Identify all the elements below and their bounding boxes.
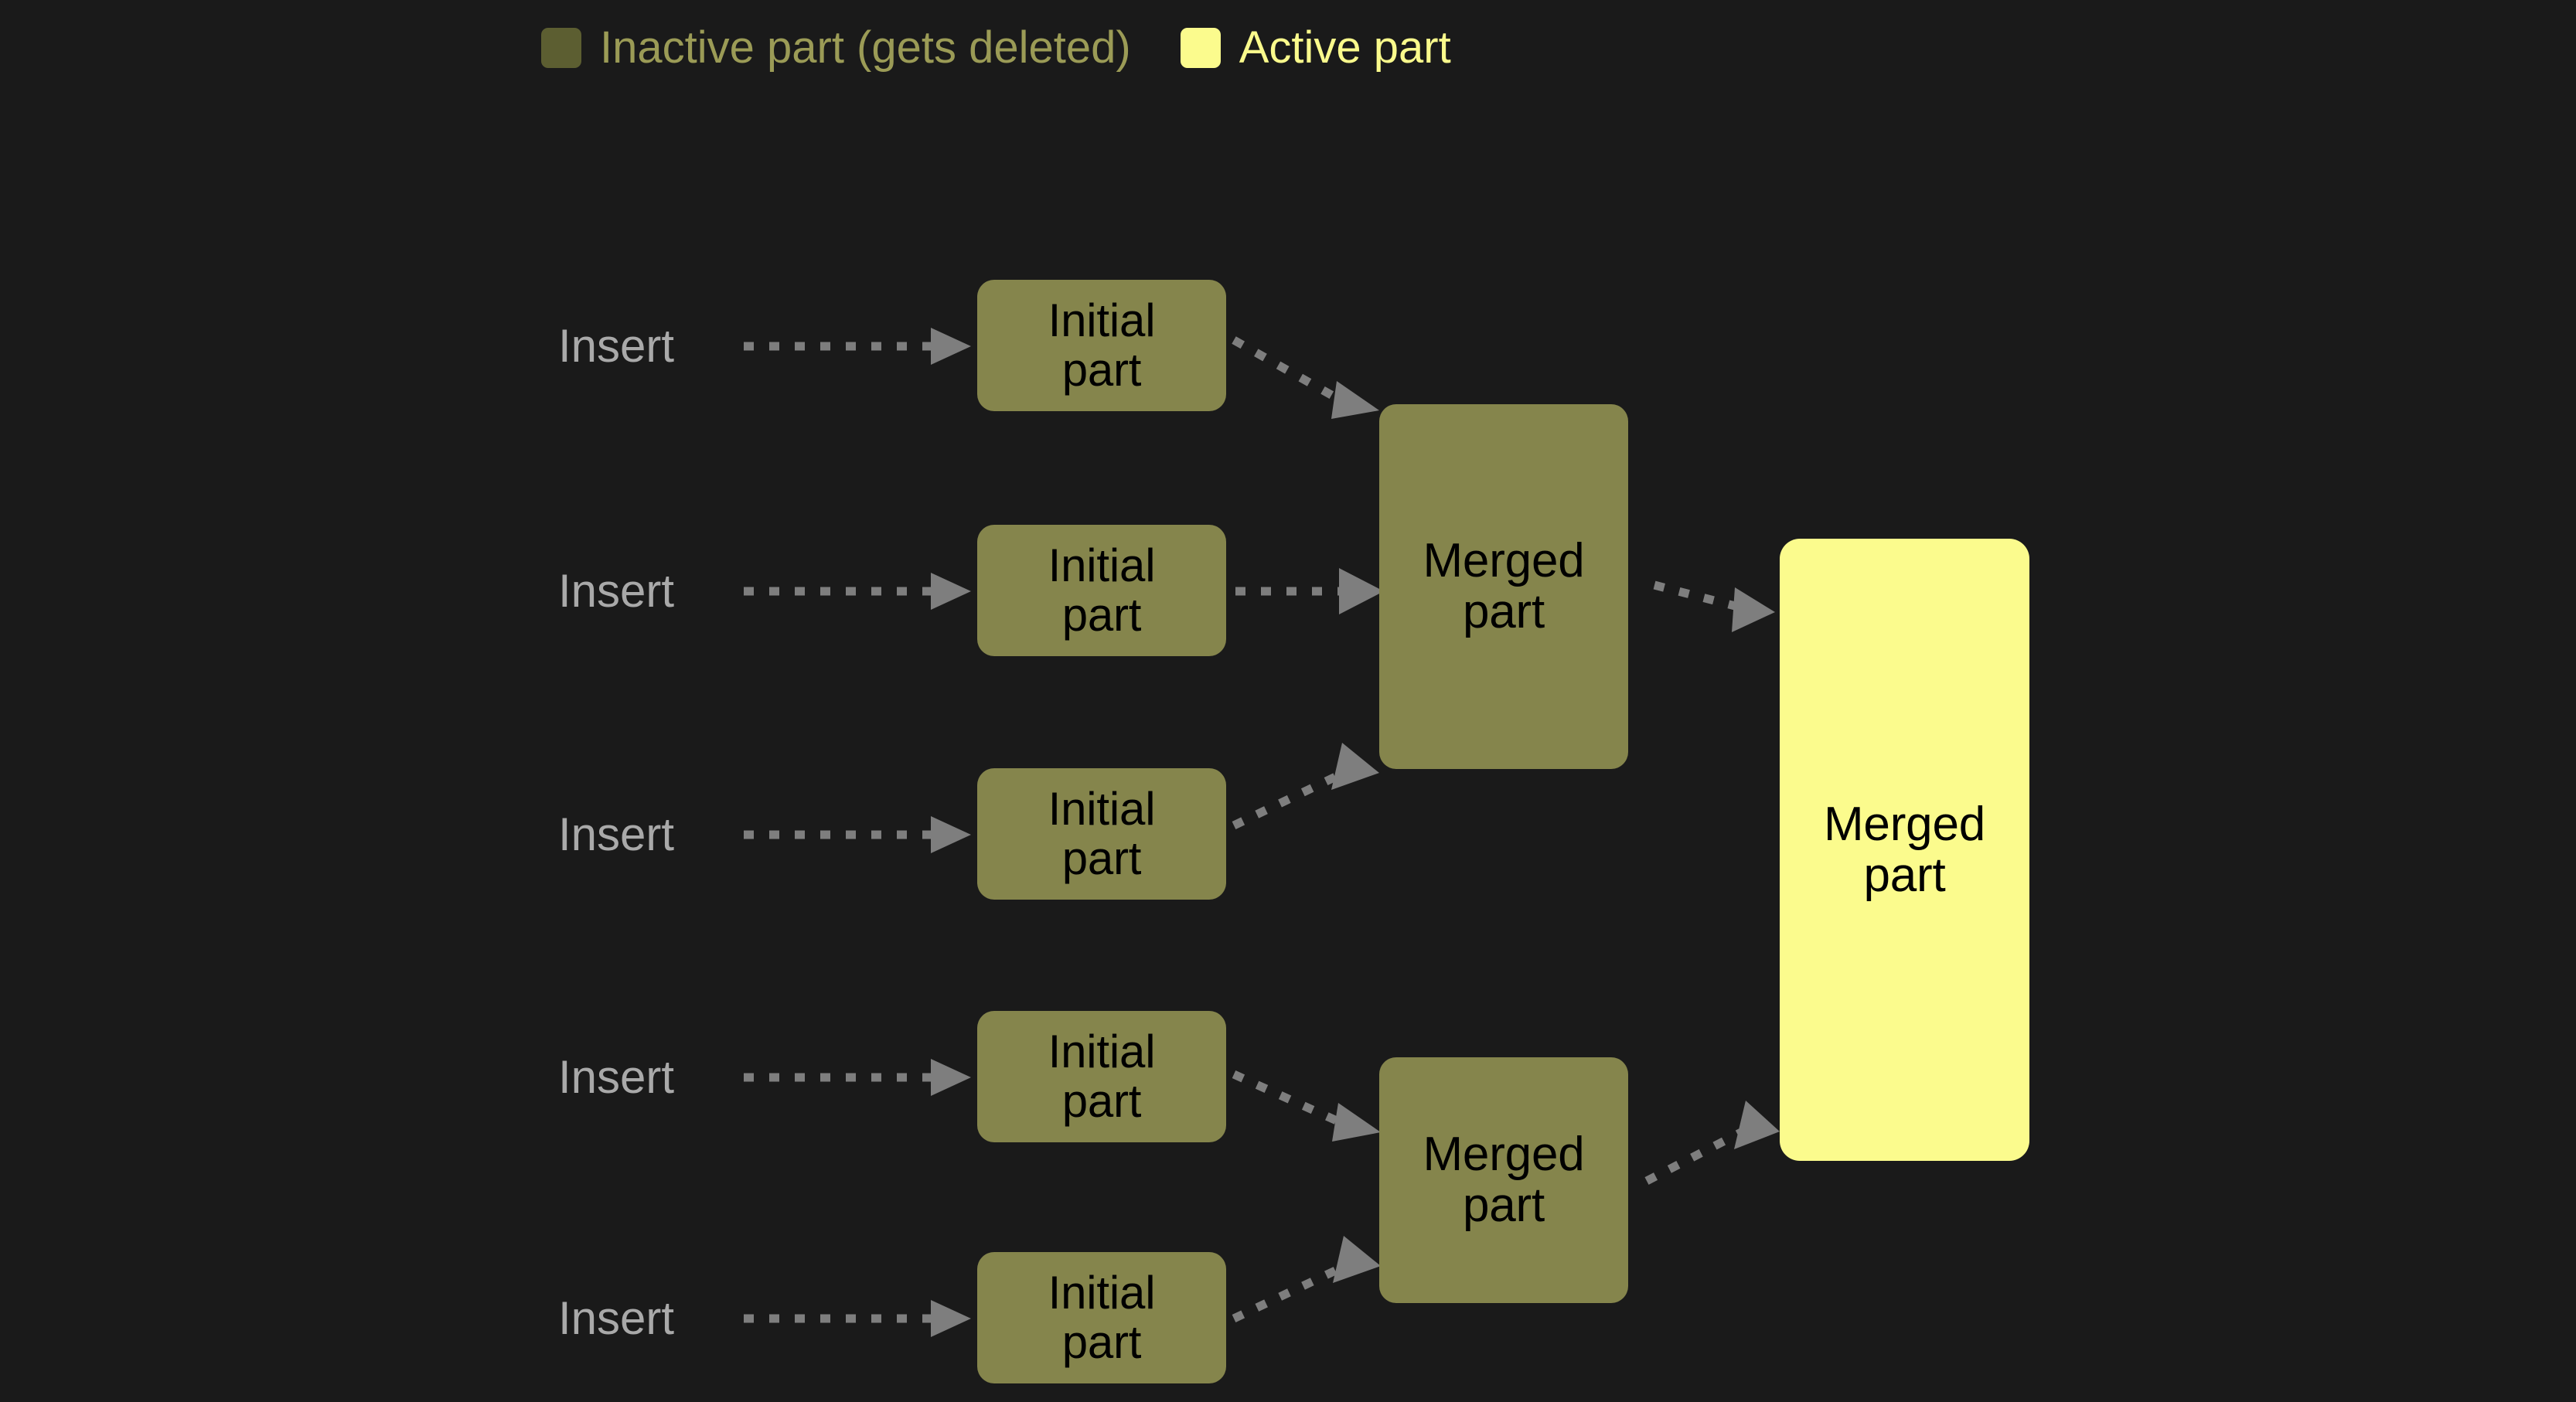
edge-insert-2-to-initial-2 [744,573,971,610]
active-swatch-icon [1180,28,1221,68]
node-label-line1: Initial [1048,1267,1156,1319]
node-label-line1: Initial [1048,783,1156,835]
node-label-line2: part [1061,1075,1142,1127]
node-merged-part-bottom[interactable]: Merged part [1379,1057,1628,1303]
edge-initial-2-to-merged-top [1235,568,1384,614]
node-initial-part-2[interactable]: Initial part [977,525,1226,656]
node-label-line1: Initial [1048,294,1156,347]
edge-merged-top-to-merged-final [1653,580,1775,632]
inactive-swatch-icon [541,28,581,68]
node-label-line2: part [1061,832,1142,884]
node-label-line1: Merged [1823,797,1986,851]
node-merged-part-top[interactable]: Merged part [1379,404,1628,769]
edge-insert-1-to-initial-1 [744,328,971,365]
node-label-line2: part [1061,589,1142,641]
legend-label-active: Active part [1239,22,1451,73]
node-initial-part-1[interactable]: Initial part [977,280,1226,411]
legend: Inactive part (gets deleted) Active part [541,17,1451,79]
node-merged-part-final[interactable]: Merged part [1780,539,2029,1161]
edge-initial-3-to-merged-top [1232,743,1379,829]
node-label-line1: Initial [1048,1026,1156,1078]
node-label-line2: part [1462,585,1545,638]
legend-item-inactive: Inactive part (gets deleted) [541,26,1131,70]
node-label: Merged part [1423,1129,1584,1230]
node-initial-part-5[interactable]: Initial part [977,1252,1226,1383]
insert-label-1: Insert [558,320,675,372]
legend-item-active: Active part [1180,22,1451,73]
node-label: Initial part [1048,296,1156,394]
edge-initial-1-to-merged-top [1232,336,1379,419]
edge-merged-bottom-to-merged-final [1644,1101,1780,1185]
node-label: Merged part [1823,797,1986,902]
edge-insert-3-to-initial-3 [744,816,971,853]
edge-initial-4-to-merged-bottom [1232,1070,1381,1142]
node-label: Initial part [1048,541,1156,639]
node-label-line1: Merged [1423,534,1585,588]
node-label: Initial part [1048,1268,1156,1366]
insert-label-4: Insert [558,1051,675,1103]
node-initial-part-4[interactable]: Initial part [977,1011,1226,1142]
node-label-line2: part [1462,1179,1545,1232]
node-label: Initial part [1048,784,1156,883]
node-label-line1: Initial [1048,539,1156,592]
insert-label-2: Insert [558,565,675,617]
node-label: Initial part [1048,1027,1156,1125]
node-initial-part-3[interactable]: Initial part [977,768,1226,900]
node-label-line1: Merged [1423,1128,1585,1182]
node-label: Merged part [1423,536,1584,637]
insert-label-5: Insert [558,1292,675,1344]
node-label-line2: part [1863,848,1946,902]
node-label-line2: part [1061,344,1142,396]
node-label-line2: part [1061,1316,1142,1368]
edge-insert-4-to-initial-4 [744,1059,971,1096]
edge-initial-5-to-merged-bottom [1232,1236,1381,1322]
insert-label-3: Insert [558,808,675,860]
legend-label-inactive: Inactive part (gets deleted) [600,22,1131,73]
edge-insert-5-to-initial-5 [744,1300,971,1337]
